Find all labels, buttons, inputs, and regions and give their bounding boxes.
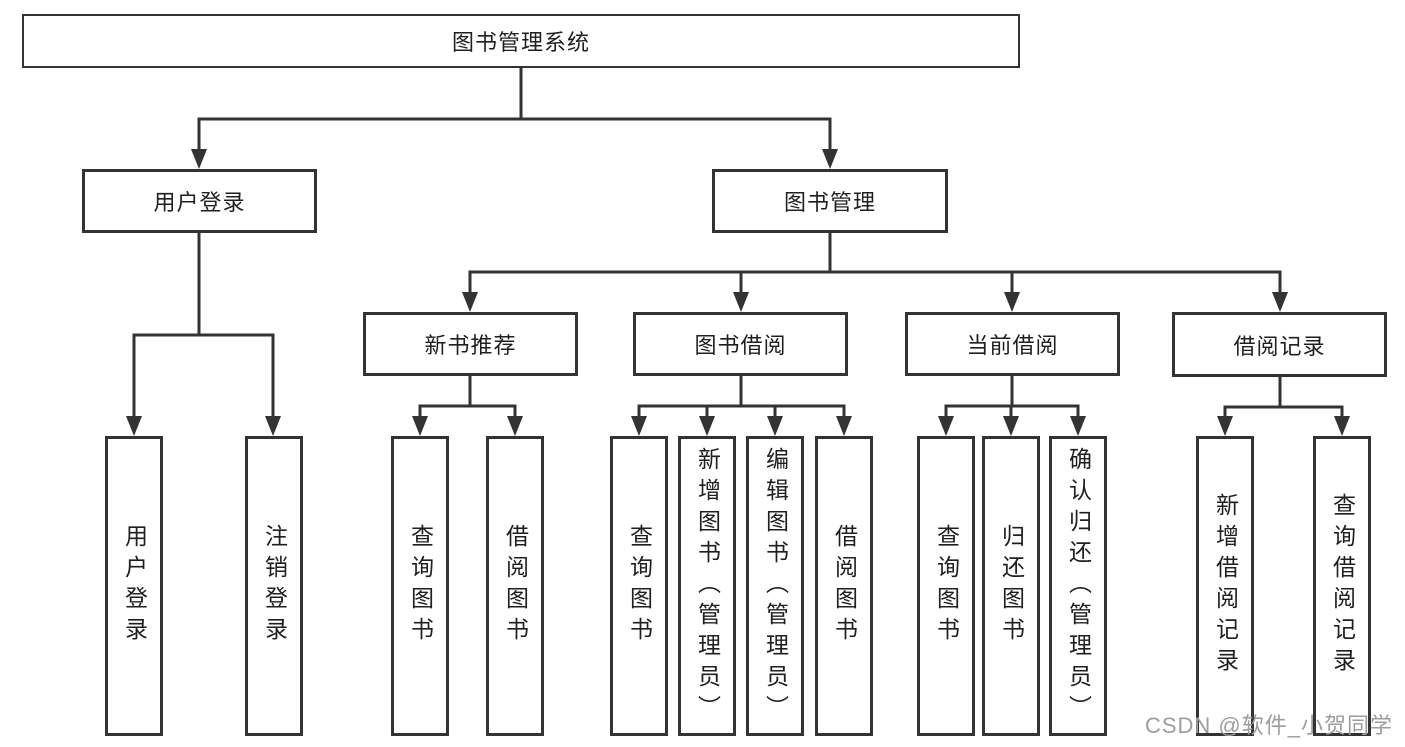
leaf-label: 新增借阅记录	[1212, 493, 1239, 679]
node-query-borrow-record: 查询借阅记录	[1313, 436, 1371, 736]
node-edit-book-admin: 编辑图书（管理员）	[746, 436, 804, 736]
leaf-label: 确认归还（管理员）	[1065, 446, 1092, 726]
node-recommend-query-book: 查询图书	[391, 436, 449, 736]
node-current-borrow: 当前借阅	[905, 312, 1120, 376]
node-borrow-query-book: 查询图书	[610, 436, 668, 736]
leaf-label: 新增图书（管理员）	[694, 446, 721, 726]
leaf-label: 借阅图书	[831, 524, 858, 648]
node-borrow-records: 借阅记录	[1172, 312, 1387, 377]
leaf-label: 查询图书	[933, 524, 960, 648]
node-user-login: 用户登录	[82, 169, 317, 233]
node-current-query-book: 查询图书	[917, 436, 975, 736]
node-return-book: 归还图书	[982, 436, 1040, 736]
leaf-label: 归还图书	[998, 524, 1025, 648]
node-confirm-return-admin: 确认归还（管理员）	[1049, 436, 1107, 736]
leaf-label: 查询借阅记录	[1329, 493, 1356, 679]
node-library-system: 图书管理系统	[22, 14, 1020, 68]
node-recommend-borrow-book: 借阅图书	[486, 436, 544, 736]
node-book-borrow: 图书借阅	[633, 312, 848, 376]
node-add-borrow-record: 新增借阅记录	[1196, 436, 1254, 736]
node-new-book-recommend: 新书推荐	[363, 312, 578, 376]
node-borrow-borrow-book: 借阅图书	[815, 436, 873, 736]
leaf-label: 查询图书	[626, 524, 653, 648]
leaf-label: 用户登录	[121, 524, 148, 648]
csdn-watermark: CSDN @软件_小贺同学	[1144, 713, 1393, 738]
node-logout-action: 注销登录	[245, 436, 303, 736]
leaf-label: 查询图书	[407, 524, 434, 648]
node-user-login-action: 用户登录	[105, 436, 163, 736]
leaf-label: 注销登录	[261, 524, 288, 648]
leaf-label: 借阅图书	[502, 524, 529, 648]
node-add-book-admin: 新增图书（管理员）	[678, 436, 736, 736]
leaf-label: 编辑图书（管理员）	[762, 446, 789, 726]
tree-edges	[132, 68, 1344, 420]
node-book-management: 图书管理	[712, 169, 948, 233]
arrowhead-icons	[126, 149, 1350, 436]
